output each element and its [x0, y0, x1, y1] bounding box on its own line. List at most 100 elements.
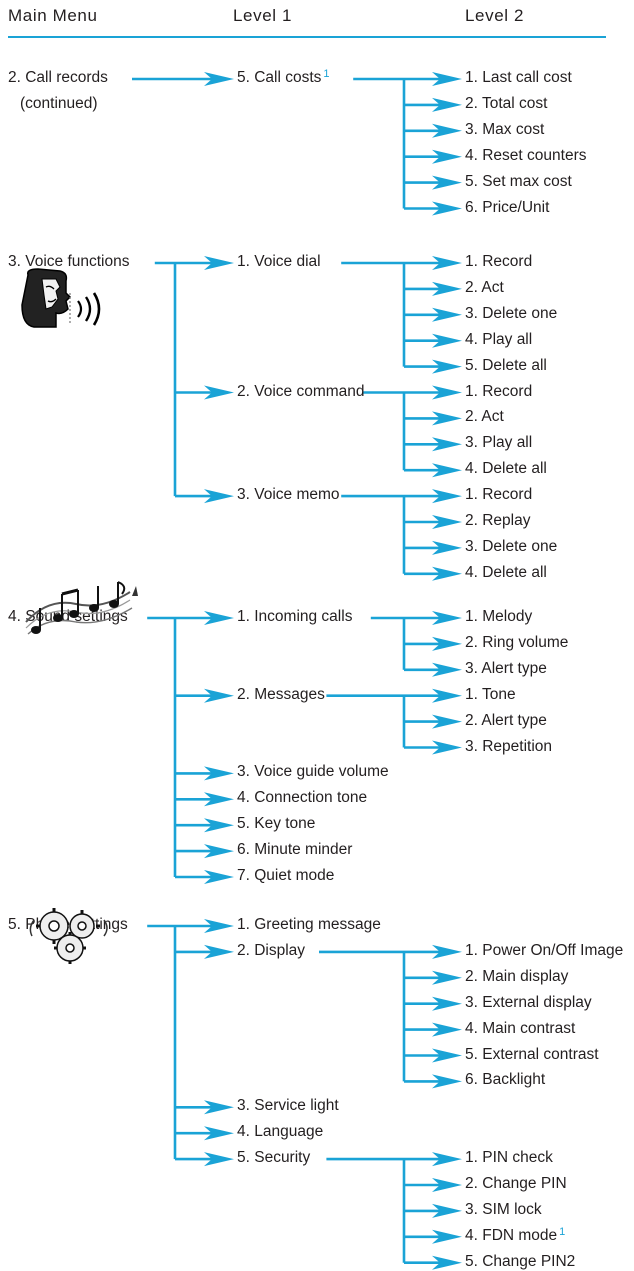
level2-item-text: 3. Delete one	[465, 537, 558, 555]
level2-item: 4. Play all	[465, 331, 532, 349]
arrow-head	[204, 944, 234, 959]
level2-item: 4. Delete all	[465, 460, 547, 478]
level1-item: 4. Language	[237, 1123, 323, 1141]
arrow-head	[432, 489, 462, 504]
arrow-head	[432, 72, 462, 86]
level1-item-text: 4. Language	[237, 1123, 324, 1141]
level1-item-text: 4. Connection tone	[237, 789, 368, 807]
level1-item-text: 1. Incoming calls	[237, 608, 353, 625]
arrow-head	[432, 970, 462, 985]
level1-item-text: 1. Voice dial	[237, 253, 321, 270]
level1-item: 3. Service light	[237, 1097, 339, 1115]
level1-item: 5. Key tone	[237, 815, 315, 833]
arrow-head	[204, 844, 234, 859]
arrow-head	[204, 919, 234, 933]
level1-item-text: 3. Service light	[237, 1097, 339, 1115]
arrow-head	[204, 688, 234, 703]
arrow-head	[432, 540, 462, 555]
level2-item: 2. Main display	[465, 968, 568, 986]
arrow-head	[432, 359, 462, 374]
level2-item: 3. Delete one	[465, 305, 557, 323]
main-menu-item-text: 3. Voice functions	[8, 253, 130, 270]
level1-item: 1. Voice dial	[237, 253, 321, 271]
level2-item: 4. Reset counters	[465, 147, 586, 165]
level2-item-text: 1. Record	[465, 253, 533, 270]
arrow-head	[204, 1100, 234, 1115]
level2-item-text: 4. FDN mode	[465, 1226, 558, 1244]
level1-item: 1. Incoming calls	[237, 608, 352, 626]
level2-item-text: 5. Set max cost	[465, 172, 572, 190]
level2-item-text: 5. Change PIN2	[465, 1252, 576, 1270]
level2-item-text: 4. Play all	[465, 330, 533, 348]
level2-item: 2. Replay	[465, 512, 530, 530]
arrow-head	[432, 1229, 462, 1244]
level2-item-text: 4. Reset counters	[465, 146, 587, 164]
level2-item-text: 3. Delete one	[465, 304, 558, 322]
level1-item-text: 2. Messages	[237, 685, 325, 703]
arrow-head	[432, 611, 462, 625]
level2-item-text: 3. Max cost	[465, 120, 545, 138]
level2-item: 2. Total cost	[465, 95, 547, 113]
level1-item-text: 2. Display	[237, 941, 306, 959]
level2-item: 1. Power On/Off Image	[465, 942, 623, 960]
level2-item-text: 4. Delete all	[465, 563, 547, 581]
level2-item-text: 6. Backlight	[465, 1071, 546, 1089]
level1-item-text: 7. Quiet mode	[237, 867, 335, 884]
level2-item: 1. Record	[465, 383, 532, 401]
arrow-head	[432, 333, 462, 348]
level2-item-text: 3. External display	[465, 993, 592, 1011]
arrow-head	[432, 123, 462, 138]
arrow-head	[432, 281, 462, 296]
level2-item-text: 4. Delete all	[465, 460, 547, 478]
music-notes-icon	[25, 581, 138, 635]
gears-icon	[29, 908, 108, 964]
level2-item: 1. Tone	[465, 686, 516, 704]
level2-item: 4. Main contrast	[465, 1020, 575, 1038]
level1-item: 3. Voice guide volume	[237, 763, 389, 781]
main-menu-item: 3. Voice functions	[8, 253, 130, 271]
arrow-head	[432, 740, 462, 755]
level1-item-text: 1. Greeting message	[237, 916, 381, 933]
header-main-menu: Main Menu	[8, 6, 98, 25]
level1-item-text: 2. Voice command	[237, 382, 365, 400]
arrow-head	[204, 766, 234, 781]
level2-item-text: 2. Alert type	[465, 711, 547, 729]
level2-item: 2. Alert type	[465, 712, 547, 730]
arrow-head	[204, 818, 234, 833]
level1-item-text: 3. Voice guide volume	[237, 763, 389, 781]
level2-item-text: 1. PIN check	[465, 1149, 553, 1167]
arrow-head	[432, 1255, 462, 1270]
level1-item-text: 5. Call costs	[237, 69, 322, 86]
level1-item-text: 5. Key tone	[237, 815, 316, 833]
level1-item-text: 5. Security	[237, 1149, 311, 1167]
arrow-head	[432, 463, 462, 478]
level2-item: 4. Delete all	[465, 564, 547, 582]
level2-item-text: 5. Delete all	[465, 356, 547, 374]
header-divider	[8, 36, 606, 38]
level2-item: 6. Price/Unit	[465, 199, 549, 217]
arrow-head	[432, 1074, 462, 1089]
arrow-head	[432, 1022, 462, 1037]
level2-item-text: 1. Record	[465, 486, 533, 504]
level1-item: 7. Quiet mode	[237, 867, 334, 885]
level2-item: 5. Delete all	[465, 357, 547, 375]
level2-item-text: 4. Main contrast	[465, 1019, 576, 1037]
level1-item: 2. Voice command	[237, 383, 365, 401]
level2-item: 1. Last call cost	[465, 69, 572, 87]
level2-item: 1. PIN check	[465, 1149, 553, 1167]
level2-item-text: 2. Total cost	[465, 94, 548, 112]
arrow-head	[432, 175, 462, 190]
level2-item: 2. Ring volume	[465, 634, 568, 652]
arrow-head	[204, 489, 234, 504]
arrow-head	[432, 201, 462, 216]
arrow-head	[204, 870, 234, 884]
level2-item: 1. Record	[465, 253, 532, 271]
level2-item-text: 2. Replay	[465, 512, 531, 529]
level2-item-text: 3. Alert type	[465, 659, 547, 677]
arrow-head	[432, 385, 462, 400]
header-level-2: Level 2	[465, 6, 525, 25]
level2-item: 3. Max cost	[465, 121, 544, 139]
arrow-head	[432, 411, 462, 426]
level1-item: 5. Security	[237, 1149, 310, 1167]
